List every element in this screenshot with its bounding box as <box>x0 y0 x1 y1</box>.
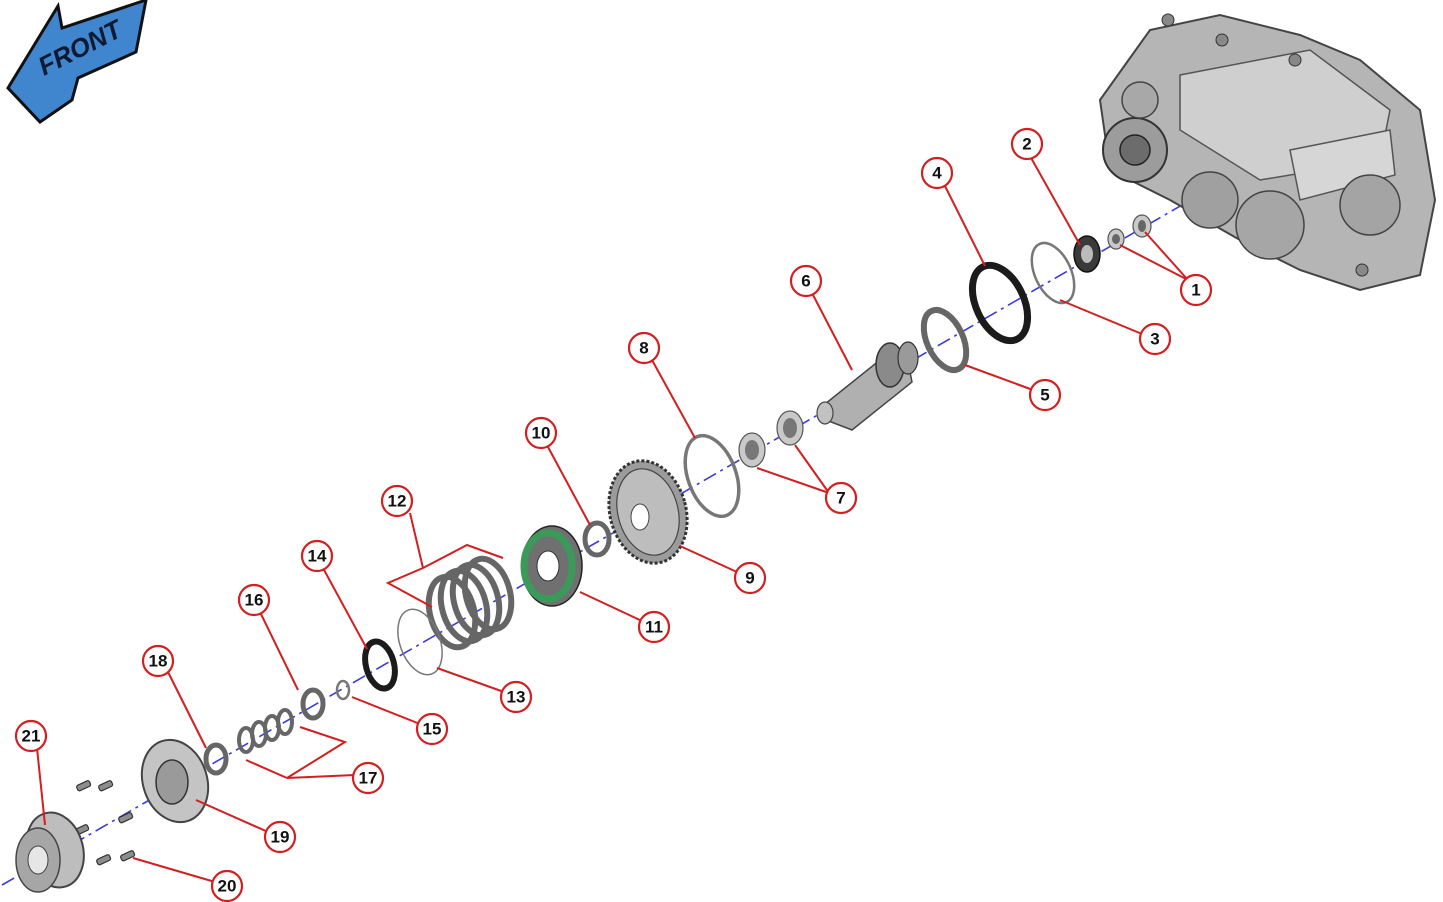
callout-number: 13 <box>507 688 526 707</box>
assembly-axis-line <box>1 181 1223 886</box>
callout-15: 15 <box>415 712 449 746</box>
callout-number: 9 <box>745 569 754 588</box>
callout-number: 6 <box>801 272 810 291</box>
callout-number: 18 <box>149 652 168 671</box>
part-18-washer <box>203 742 229 776</box>
callout-number: 8 <box>639 339 648 358</box>
callout-18: 18 <box>141 644 175 678</box>
callout-number: 10 <box>532 424 551 443</box>
part-11-bearing <box>520 525 583 607</box>
callout-13: 13 <box>499 680 533 714</box>
part-21-flange-yoke <box>15 811 85 893</box>
callout-7: 7 <box>824 481 858 515</box>
callout-number: 21 <box>22 727 41 746</box>
part-4-seal-ring <box>968 261 1032 345</box>
callout-number: 19 <box>271 828 290 847</box>
part-16-washer <box>300 687 326 721</box>
callout-number: 7 <box>836 489 845 508</box>
part-8-snap-ring <box>683 433 741 519</box>
part-7-bushings <box>738 410 804 468</box>
callout-2: 2 <box>1010 127 1044 161</box>
callout-number: 2 <box>1022 135 1031 154</box>
callout-number: 5 <box>1040 386 1049 405</box>
part-14-seal <box>362 638 398 692</box>
callout-6: 6 <box>789 264 823 298</box>
callout-19: 19 <box>263 820 297 854</box>
callout-9: 9 <box>733 561 767 595</box>
callout-16: 16 <box>237 583 271 617</box>
callout-10: 10 <box>524 416 558 450</box>
callout-8: 8 <box>627 331 661 365</box>
part-5-ring <box>920 307 970 373</box>
part-13-o-ring <box>397 608 443 676</box>
callout-20: 20 <box>210 869 244 902</box>
gearbox-housing <box>1098 13 1437 292</box>
part-1-bushings <box>1107 214 1152 250</box>
callout-number: 16 <box>245 591 264 610</box>
part-3-snap-ring <box>1030 241 1076 305</box>
callout-4: 4 <box>920 156 954 190</box>
callout-number: 3 <box>1150 330 1159 349</box>
callout-12: 12 <box>380 484 414 518</box>
part-2-bearing <box>1073 235 1101 273</box>
part-9-gear <box>607 459 689 565</box>
callout-number: 1 <box>1191 281 1200 300</box>
part-19-cover-plate <box>140 738 210 824</box>
callout-21: 21 <box>14 719 48 753</box>
callout-5: 5 <box>1028 378 1062 412</box>
callout-1: 1 <box>1179 273 1213 307</box>
callout-number: 11 <box>645 618 663 637</box>
callout-number: 20 <box>218 877 237 896</box>
callout-11: 11 <box>637 610 671 644</box>
callout-number: 17 <box>359 769 378 788</box>
callout-number: 14 <box>308 547 327 566</box>
part-15-small-ring <box>335 679 351 701</box>
callout-17: 17 <box>351 761 385 795</box>
front-arrow: FRONT <box>6 0 148 124</box>
callout-3: 3 <box>1138 322 1172 356</box>
callout-number: 12 <box>388 492 407 511</box>
callout-14: 14 <box>300 539 334 573</box>
leader-lines <box>36 155 1189 883</box>
part-10-washer <box>582 520 612 558</box>
part-17-springs <box>237 708 294 754</box>
callout-number: 4 <box>932 164 942 183</box>
part-6-shaft <box>816 341 919 431</box>
part-12-clutch-rings <box>425 555 515 651</box>
callout-number: 15 <box>423 720 442 739</box>
